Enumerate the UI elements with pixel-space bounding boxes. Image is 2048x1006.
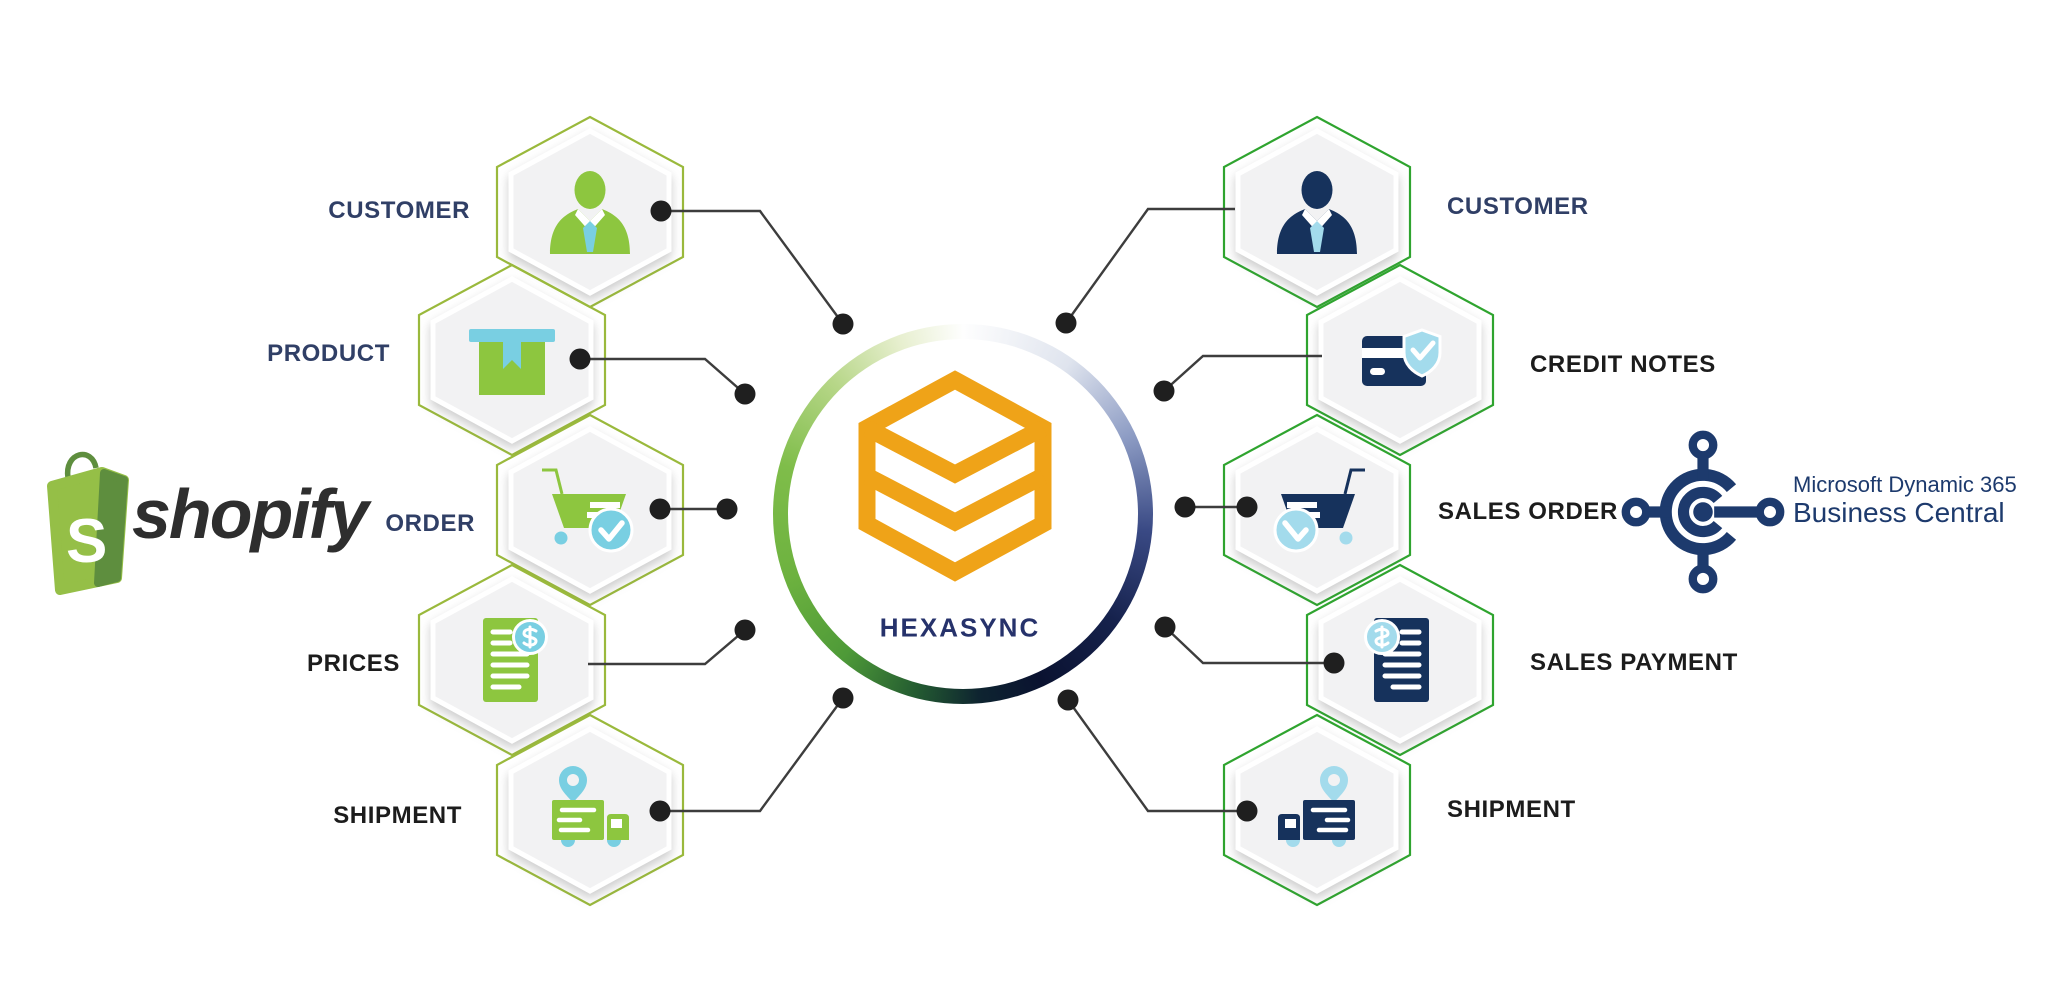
connector-sales-payment [1154, 616, 1345, 674]
connector-customer-right [1055, 207, 1235, 334]
bc-name-line: Business Central [1793, 497, 2005, 528]
connector-prices [588, 619, 756, 666]
label-customer-right: CUSTOMER [1447, 193, 1589, 220]
label-shipment-left: SHIPMENT [333, 802, 462, 829]
connector-product [569, 348, 756, 405]
connector-order [649, 498, 738, 520]
label-sales-order: SALES ORDER [1438, 498, 1618, 525]
label-customer-left: CUSTOMER [328, 197, 470, 224]
connector-sales-order [1174, 496, 1258, 518]
label-product: PRODUCT [267, 340, 390, 367]
shopify-wordmark: shopify [132, 475, 369, 553]
hub-label: HEXASYNC [879, 612, 1041, 643]
connector-customer-left [650, 200, 854, 335]
price-list-icon [483, 618, 547, 702]
connectors [569, 200, 1345, 822]
label-credit-notes: CREDIT NOTES [1530, 351, 1716, 378]
label-sales-payment: SALES PAYMENT [1530, 649, 1738, 676]
label-shipment-right: SHIPMENT [1447, 796, 1576, 823]
product-box-icon [469, 329, 555, 395]
hexagon-customer-right [1224, 117, 1410, 307]
connector-shipment-left [649, 687, 854, 822]
shopify-bag-icon: S [47, 451, 129, 595]
business-central-text: Microsoft Dynamic 365 Business Central [1793, 472, 2017, 528]
business-central-icon [1621, 430, 1785, 594]
price-list-icon [1366, 618, 1430, 702]
label-order: ORDER [385, 510, 475, 537]
connector-credit-notes [1153, 354, 1322, 402]
shopify-bag-letter: S [66, 507, 107, 576]
connector-shipment-right [1057, 689, 1258, 822]
label-prices: PRICES [307, 650, 400, 677]
hexasync-logo [858, 370, 1052, 582]
bc-product-line: Microsoft Dynamic 365 [1793, 472, 2017, 497]
